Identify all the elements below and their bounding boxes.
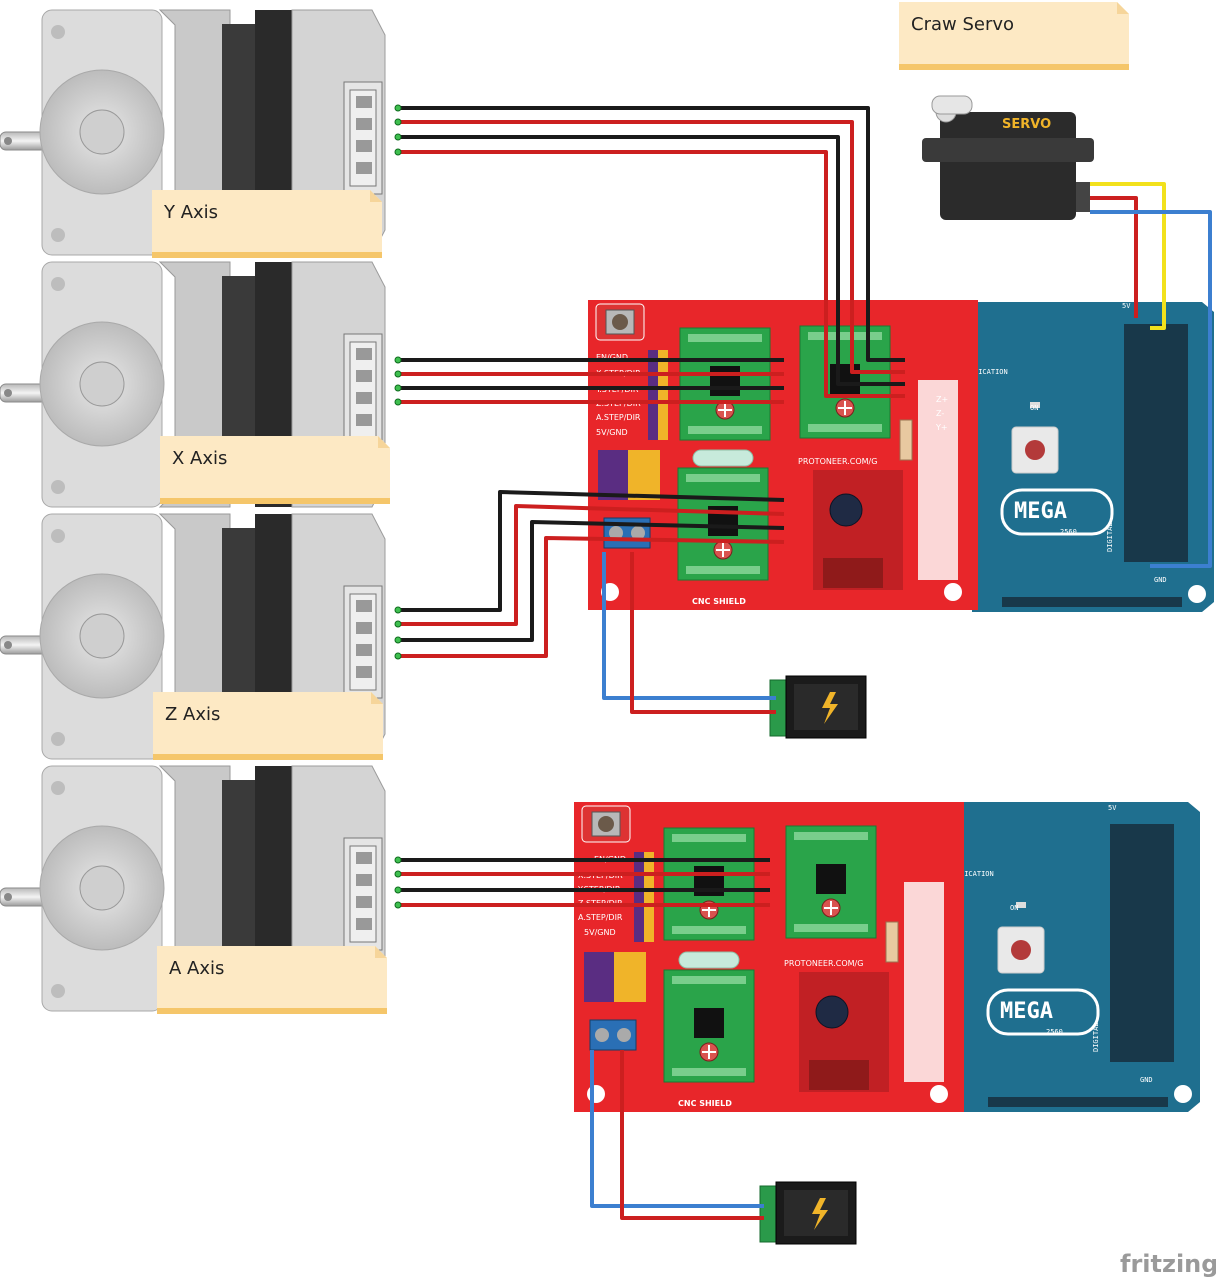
wire-servo-power xyxy=(1090,196,1138,318)
mega-gnd-upper: GND xyxy=(1154,576,1167,584)
wires xyxy=(398,106,1212,1220)
mega-led-upper: ON xyxy=(1030,404,1038,412)
wire-end-connectors xyxy=(394,104,402,909)
shield-url-upper: PROTONEER.COM/G xyxy=(798,457,877,466)
cnc-shield-lower: EN/GND X.STEP/DIR Y.STEP/DIR Z.STEP/DIR … xyxy=(573,801,965,1113)
note-x-axis: X Axis xyxy=(160,436,390,504)
note-a-axis-label: A Axis xyxy=(169,958,224,979)
wire-servo-signal xyxy=(1090,182,1166,330)
shield-row-en-upper: EN/GND xyxy=(596,353,628,362)
shield-limit-zm-upper: Z- xyxy=(936,409,944,418)
mega-name-upper: MEGA xyxy=(1014,499,1067,524)
wire-power-lower-red xyxy=(620,1050,764,1220)
servo-motor: SERVO xyxy=(922,95,1094,220)
note-a-axis: A Axis xyxy=(157,946,387,1014)
driver-z-lower xyxy=(663,969,755,1083)
shield-row-5v-upper: 5V/GND xyxy=(596,428,628,437)
mega-digital-lower: DIGITAL xyxy=(1092,1022,1100,1052)
mega-model-lower: 2560 xyxy=(1046,1028,1063,1036)
wire-y-4 xyxy=(398,150,905,398)
note-x-axis-label: X Axis xyxy=(172,448,227,469)
wire-power-upper-red xyxy=(630,552,776,714)
wire-z-2 xyxy=(398,504,785,626)
arduino-mega-lower: MEGA 2560 NICATION ON 5V GND DIGITAL xyxy=(956,800,1202,1114)
shield-limit-zp-upper: Z+ xyxy=(936,395,948,404)
shield-row-a-upper: A.STEP/DIR xyxy=(596,413,641,422)
shield-url-lower: PROTONEER.COM/G xyxy=(784,959,863,968)
servo-label: SERVO xyxy=(1002,117,1051,132)
wire-y-1 xyxy=(398,106,905,362)
mega-led-lower: ON xyxy=(1010,904,1018,912)
mega-name-lower: MEGA xyxy=(1000,999,1053,1024)
power-jack-upper xyxy=(769,675,867,739)
wire-power-upper-blue xyxy=(602,552,776,700)
wire-z-3 xyxy=(398,520,785,642)
driver-x-upper xyxy=(679,327,771,441)
note-craw-servo-label: Craw Servo xyxy=(911,14,1014,35)
wire-power-lower-blue xyxy=(590,1050,764,1208)
shield-name-upper: CNC SHIELD xyxy=(692,597,746,606)
mega-5v-lower: 5V xyxy=(1108,804,1117,812)
mega-comm-label-upper: NICATION xyxy=(974,368,1008,376)
fritzing-watermark: fritzing xyxy=(1120,1250,1216,1278)
wire-z-1 xyxy=(398,490,785,612)
mega-digital-upper: DIGITAL xyxy=(1106,522,1114,552)
mega-model-upper: 2560 xyxy=(1060,528,1077,536)
note-z-axis: Z Axis xyxy=(153,692,383,760)
note-y-axis: Y Axis xyxy=(152,190,382,258)
arduino-mega-upper: MEGA 2560 NICATION ON 5V GND DIGITAL xyxy=(970,300,1216,614)
wire-y-3 xyxy=(398,135,905,386)
wire-y-2 xyxy=(398,120,905,374)
driver-x-lower xyxy=(663,827,755,941)
power-jack-lower xyxy=(759,1181,857,1245)
shield-row-a-lower: A.STEP/DIR xyxy=(578,913,623,922)
shield-name-lower: CNC SHIELD xyxy=(678,1099,732,1108)
note-y-axis-label: Y Axis xyxy=(163,202,218,223)
note-z-axis-label: Z Axis xyxy=(165,704,220,725)
mega-gnd-lower: GND xyxy=(1140,1076,1153,1084)
shield-limit-yp-upper: Y+ xyxy=(935,423,948,432)
note-craw-servo: Craw Servo xyxy=(899,2,1129,70)
mega-5v-upper: 5V xyxy=(1122,302,1131,310)
wire-servo-ground xyxy=(1090,210,1212,568)
mega-comm-label-lower: NICATION xyxy=(960,870,994,878)
driver-y-lower xyxy=(785,825,877,939)
cnc-shield-upper: EN/GND X.STEP/DIR Y.STEP/DIR Z.STEP/DIR … xyxy=(587,299,979,611)
shield-row-5v-lower: 5V/GND xyxy=(584,928,616,937)
wire-z-4 xyxy=(398,536,785,658)
